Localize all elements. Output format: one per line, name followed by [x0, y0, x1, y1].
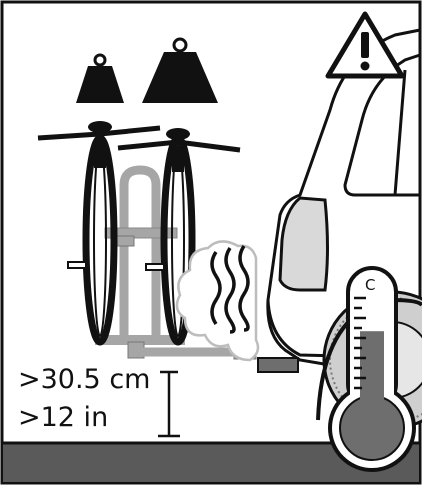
car-bumper: [266, 299, 421, 360]
weight-small-icon: [76, 53, 124, 103]
clearance-metric-label: >30.5 cm: [18, 364, 150, 395]
thermometer-ticks: [354, 296, 366, 390]
thermometer-unit-label: C: [365, 276, 375, 294]
clearance-dimension: [158, 370, 180, 438]
thermometer-icon: C: [328, 266, 416, 472]
thermometer-level: [360, 331, 384, 418]
clearance-imperial-label: >12 in: [18, 402, 108, 433]
warning-triangle-icon: [325, 11, 405, 79]
bike-rack: [95, 165, 257, 360]
weight-large-icon: [142, 37, 218, 103]
heat-waves-icon: [210, 245, 250, 334]
exhaust-pipe: [257, 357, 299, 373]
bike-right: [117, 128, 241, 346]
bike-left: [37, 121, 161, 346]
car-tail-light: [278, 196, 329, 292]
car-window-divider: [393, 69, 407, 196]
